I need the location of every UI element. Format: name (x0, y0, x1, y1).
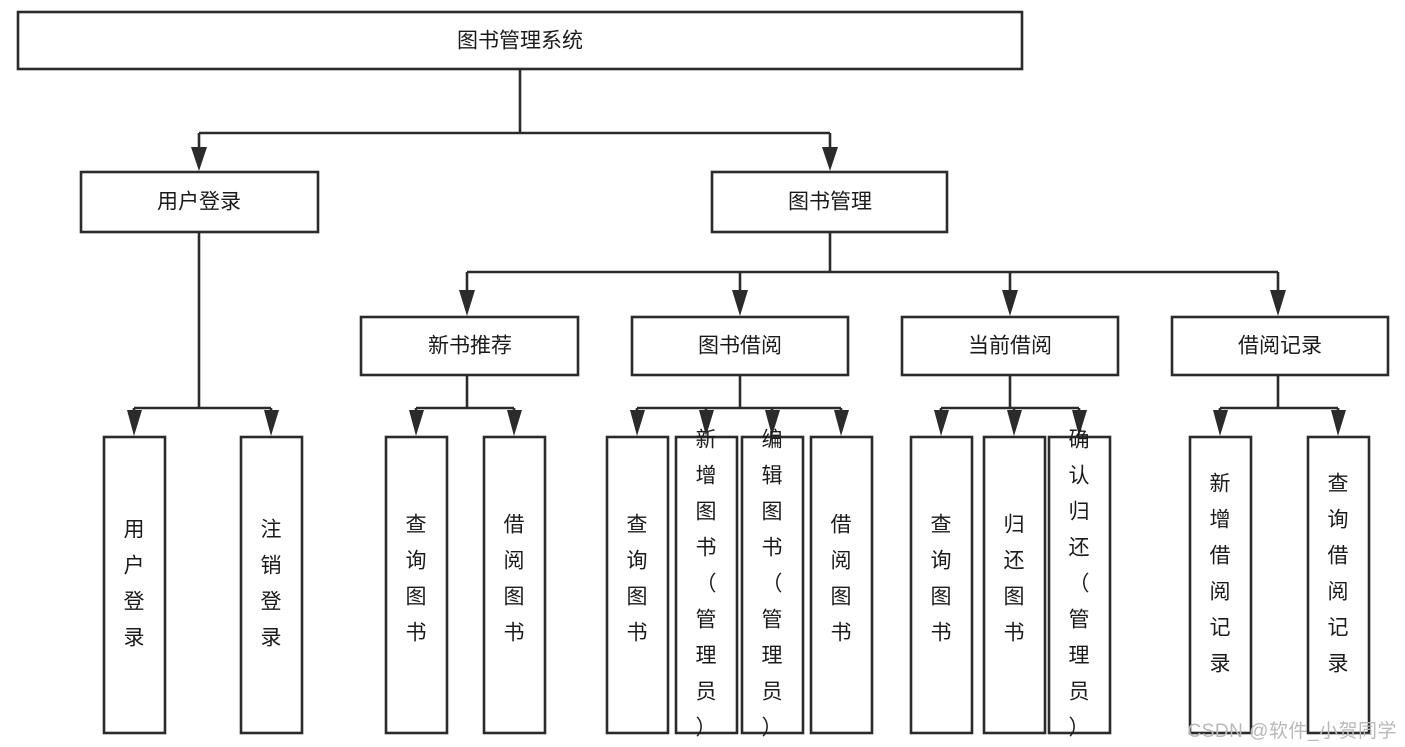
edges-new-book-to-leaves (409, 375, 522, 436)
arrow-to-leaf-edit-book (765, 410, 780, 436)
node-new-book-recommend-label: 新书推荐 (428, 335, 512, 358)
node-leaf-query-book-2-label: 查询图书 (627, 514, 648, 645)
node-borrow-record[interactable]: 借阅记录 (1170, 315, 1390, 377)
node-borrow-record-label: 借阅记录 (1238, 335, 1322, 358)
node-leaf-borrow-book-1[interactable]: 借阅图书 (482, 435, 547, 735)
node-user-login-box[interactable] (79, 170, 320, 234)
arrow-to-leaf-add-book (699, 410, 714, 436)
csdn-watermark: CSDN @软件_小贺同学 (1187, 721, 1397, 742)
node-leaf-edit-book-box[interactable] (740, 435, 805, 735)
node-leaf-add-record-box[interactable] (1188, 435, 1253, 735)
node-leaf-borrow-book-2[interactable]: 借阅图书 (809, 435, 874, 735)
arrow-to-leaf-query-book-2 (630, 410, 645, 436)
node-leaf-borrow-book-2-label: 借阅图书 (831, 514, 852, 645)
arrow-to-borrow-record (1270, 290, 1286, 316)
node-current-borrow-label: 当前借阅 (968, 335, 1052, 358)
node-book-management[interactable]: 图书管理 (710, 170, 949, 234)
node-leaf-borrow-book-1-box[interactable] (482, 435, 547, 735)
node-leaf-add-record-label: 新增借阅记录 (1210, 473, 1231, 676)
arrow-to-leaf-add-record (1213, 410, 1228, 436)
node-leaf-query-record[interactable]: 查询借阅记录 (1306, 435, 1371, 735)
node-leaf-return-book-box[interactable] (982, 435, 1047, 735)
arrow-to-user-login (191, 147, 207, 171)
node-leaf-user-logout[interactable]: 注销登录 (239, 435, 304, 735)
node-leaf-edit-book-label: 编辑图书（管理员） (762, 429, 783, 740)
edges-book-management-to-level3 (459, 232, 1286, 316)
node-leaf-return-book-label: 归还图书 (1004, 514, 1025, 645)
node-new-book-recommend-box[interactable] (359, 315, 580, 377)
node-leaf-confirm-return-box[interactable] (1047, 435, 1112, 735)
node-leaf-query-book-1[interactable]: 查询图书 (384, 435, 449, 735)
node-user-login[interactable]: 用户登录 (79, 170, 320, 234)
node-new-book-recommend[interactable]: 新书推荐 (359, 315, 580, 377)
edges-current-borrow-to-leaves (934, 375, 1087, 436)
arrow-to-current-borrow (1002, 290, 1018, 316)
node-current-borrow[interactable]: 当前借阅 (900, 315, 1120, 377)
node-leaf-return-book[interactable]: 归还图书 (982, 435, 1047, 735)
node-leaf-add-book-box[interactable] (674, 435, 739, 735)
edges-user-login-to-leaves (127, 232, 279, 436)
node-leaf-user-logout-box[interactable] (239, 435, 304, 735)
node-leaf-query-book-2-box[interactable] (605, 435, 670, 735)
arrow-to-leaf-query-book-1 (409, 410, 424, 436)
arrow-to-leaf-query-book-3 (934, 410, 949, 436)
node-leaf-edit-book[interactable]: 编辑图书（管理员） (740, 429, 805, 740)
arrow-to-leaf-query-record (1331, 410, 1346, 436)
edges-root-to-level2 (191, 69, 838, 171)
node-leaf-user-login[interactable]: 用户登录 (102, 435, 167, 735)
node-leaf-borrow-book-1-label: 借阅图书 (504, 514, 525, 645)
node-leaf-query-book-3[interactable]: 查询图书 (909, 435, 974, 735)
node-leaf-user-login-box[interactable] (102, 435, 167, 735)
arrow-to-leaf-borrow-book-2 (834, 410, 849, 436)
node-leaf-query-book-1-box[interactable] (384, 435, 449, 735)
node-book-borrow-box[interactable] (630, 315, 850, 377)
node-leaf-query-book-3-box[interactable] (909, 435, 974, 735)
arrow-to-leaf-user-logout (264, 410, 279, 436)
node-leaf-borrow-book-2-box[interactable] (809, 435, 874, 735)
node-leaf-user-logout-label: 注销登录 (261, 519, 282, 650)
node-leaf-add-book[interactable]: 新增图书（管理员） (674, 429, 739, 740)
node-leaf-add-record[interactable]: 新增借阅记录 (1188, 435, 1253, 735)
node-book-management-box[interactable] (710, 170, 949, 234)
node-leaf-add-book-label: 新增图书（管理员） (696, 429, 717, 740)
arrow-to-leaf-return-book (1007, 410, 1022, 436)
arrow-to-leaf-user-login (127, 410, 142, 436)
node-root-label: 图书管理系统 (457, 30, 583, 53)
node-leaf-query-record-box[interactable] (1306, 435, 1371, 735)
edges-book-borrow-to-leaves (630, 375, 849, 436)
node-user-login-label: 用户登录 (157, 191, 241, 214)
arrow-to-leaf-confirm-return (1072, 410, 1087, 436)
arrow-to-book-management (822, 147, 838, 171)
node-leaf-confirm-return[interactable]: 确认归还（管理员） (1047, 429, 1112, 740)
node-book-management-label: 图书管理 (788, 191, 872, 214)
arrow-to-book-borrow (732, 290, 748, 316)
arrow-to-leaf-borrow-book-1 (507, 410, 522, 436)
node-root-box[interactable] (16, 10, 1024, 71)
node-leaf-query-record-label: 查询借阅记录 (1328, 473, 1349, 676)
node-book-borrow[interactable]: 图书借阅 (630, 315, 850, 377)
arrow-to-new-book-recommend (459, 290, 475, 316)
node-leaf-confirm-return-label: 确认归还（管理员） (1069, 429, 1090, 740)
node-leaf-query-book-2[interactable]: 查询图书 (605, 435, 670, 735)
node-book-borrow-label: 图书借阅 (698, 335, 782, 358)
node-borrow-record-box[interactable] (1170, 315, 1390, 377)
node-current-borrow-box[interactable] (900, 315, 1120, 377)
edges-borrow-record-to-leaves (1213, 375, 1346, 436)
node-root[interactable]: 图书管理系统 (16, 10, 1024, 71)
node-leaf-query-book-1-label: 查询图书 (406, 514, 427, 645)
node-leaf-user-login-label: 用户登录 (124, 519, 145, 650)
node-leaf-query-book-3-label: 查询图书 (931, 514, 952, 645)
